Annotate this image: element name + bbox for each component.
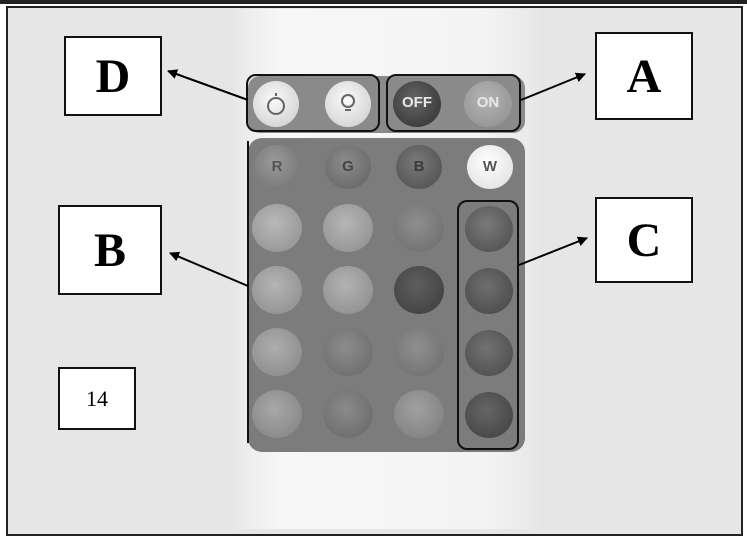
color-button	[252, 328, 302, 376]
off-button	[393, 81, 441, 127]
arrow-b	[169, 251, 249, 287]
bulb-icon	[341, 94, 355, 111]
group-a-outline	[386, 74, 521, 132]
callout-label-a: A	[595, 32, 693, 120]
arrow-a	[520, 72, 586, 101]
red-label: R	[271, 158, 283, 175]
color-button	[394, 204, 444, 252]
callout-label-d: D	[64, 36, 162, 116]
color-button	[252, 390, 302, 438]
white-label: W	[482, 158, 498, 175]
function-button	[465, 330, 513, 376]
color-button	[323, 266, 373, 314]
sun-icon	[267, 93, 285, 115]
arrow-d	[167, 69, 249, 101]
function-button	[465, 392, 513, 438]
color-button	[323, 390, 373, 438]
callout-label-c: C	[595, 197, 693, 283]
green-label: G	[342, 158, 354, 175]
page-number: 14	[58, 367, 136, 430]
group-b-bracket-line	[247, 141, 249, 443]
top-border	[0, 0, 747, 4]
on-button	[464, 81, 512, 127]
color-button	[394, 266, 444, 314]
red-button	[254, 145, 300, 189]
color-button	[323, 204, 373, 252]
color-button	[394, 328, 444, 376]
brightness-down-button	[325, 81, 371, 127]
callout-label-b: B	[58, 205, 162, 295]
brightness-up-button	[253, 81, 299, 127]
on-label: ON	[476, 94, 500, 111]
callout-arrows	[167, 69, 588, 287]
color-button	[252, 266, 302, 314]
arrow-c	[518, 236, 588, 266]
color-button	[323, 328, 373, 376]
group-d-outline	[246, 74, 380, 132]
green-button	[325, 145, 371, 189]
function-button	[465, 268, 513, 314]
group-c-outline	[457, 200, 519, 450]
color-button	[394, 390, 444, 438]
white-button	[467, 145, 513, 189]
function-button	[465, 206, 513, 252]
blue-button	[396, 145, 442, 189]
blue-label: B	[413, 158, 425, 175]
color-button	[252, 204, 302, 252]
off-label: OFF	[402, 94, 432, 111]
